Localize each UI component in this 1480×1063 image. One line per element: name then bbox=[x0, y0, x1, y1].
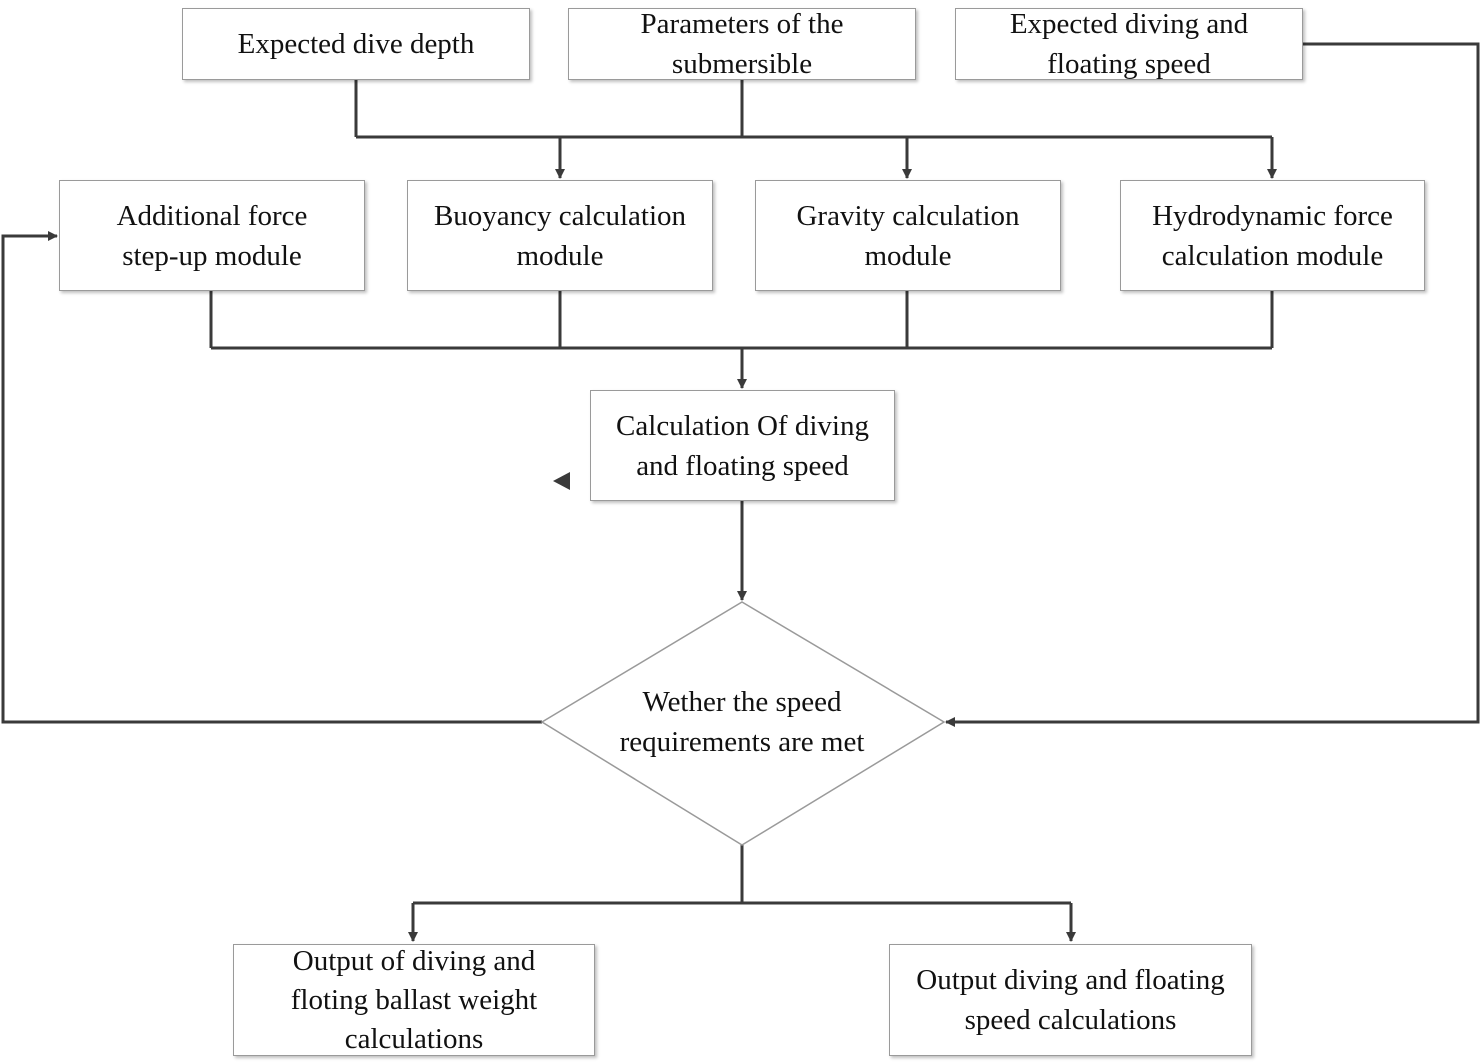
output-speed-line1: Output diving and floating bbox=[916, 964, 1225, 996]
decision-line2: requirements are met bbox=[619, 726, 865, 758]
module-hydrodynamic-line1: Hydrodynamic force bbox=[1152, 199, 1393, 232]
decision-speed-requirements: Wether the speed requirements are met bbox=[572, 680, 912, 764]
output-speed-line2: speed calculations bbox=[964, 1004, 1177, 1036]
connector-feedback-loop bbox=[1, 231, 542, 724]
decision-diamond-shape bbox=[540, 601, 946, 846]
module-gravity-line2: module bbox=[864, 239, 952, 272]
connector-expected-speed-to-decision bbox=[945, 42, 1480, 727]
decision-line1: Wether the speed bbox=[642, 686, 842, 718]
output-speed-calculations: Output diving and floating speed calcula… bbox=[889, 944, 1252, 1056]
input-submersible-parameters-line2: submersible bbox=[671, 48, 813, 80]
calculation-line2: and floating speed bbox=[636, 449, 849, 482]
module-additional-force: Additional force step-up module bbox=[59, 180, 365, 291]
output-ballast-line2: floting ballast weight bbox=[290, 983, 538, 1016]
calculation-diving-floating-speed: Calculation Of diving and floating speed bbox=[590, 390, 895, 501]
module-buoyancy-line2: module bbox=[516, 239, 604, 272]
stray-arrowhead bbox=[553, 472, 570, 490]
module-buoyancy-line1: Buoyancy calculation bbox=[433, 199, 687, 232]
output-ballast-line3: calculations bbox=[344, 1022, 484, 1055]
module-gravity-line1: Gravity calculation bbox=[796, 199, 1020, 232]
module-additional-force-line1: Additional force bbox=[116, 199, 308, 232]
output-ballast-weight: Output of diving and floting ballast wei… bbox=[233, 944, 595, 1056]
input-expected-speed: Expected diving and floating speed bbox=[955, 8, 1303, 80]
output-ballast-line1: Output of diving and bbox=[292, 944, 536, 977]
module-hydrodynamic-line2: calculation module bbox=[1161, 239, 1384, 272]
module-gravity: Gravity calculation module bbox=[755, 180, 1061, 291]
input-expected-speed-line2: floating speed bbox=[1047, 48, 1211, 80]
calculation-line1: Calculation Of diving bbox=[616, 409, 869, 442]
input-submersible-parameters: Parameters of the submersible bbox=[568, 8, 916, 80]
module-additional-force-line2: step-up module bbox=[122, 239, 302, 272]
input-expected-dive-depth: Expected dive depth bbox=[182, 8, 530, 80]
input-expected-dive-depth-label: Expected dive depth bbox=[237, 28, 475, 60]
input-expected-speed-line1: Expected diving and bbox=[1009, 8, 1249, 40]
input-submersible-parameters-line1: Parameters of the bbox=[640, 8, 844, 40]
module-buoyancy: Buoyancy calculation module bbox=[407, 180, 713, 291]
module-hydrodynamic: Hydrodynamic force calculation module bbox=[1120, 180, 1425, 291]
